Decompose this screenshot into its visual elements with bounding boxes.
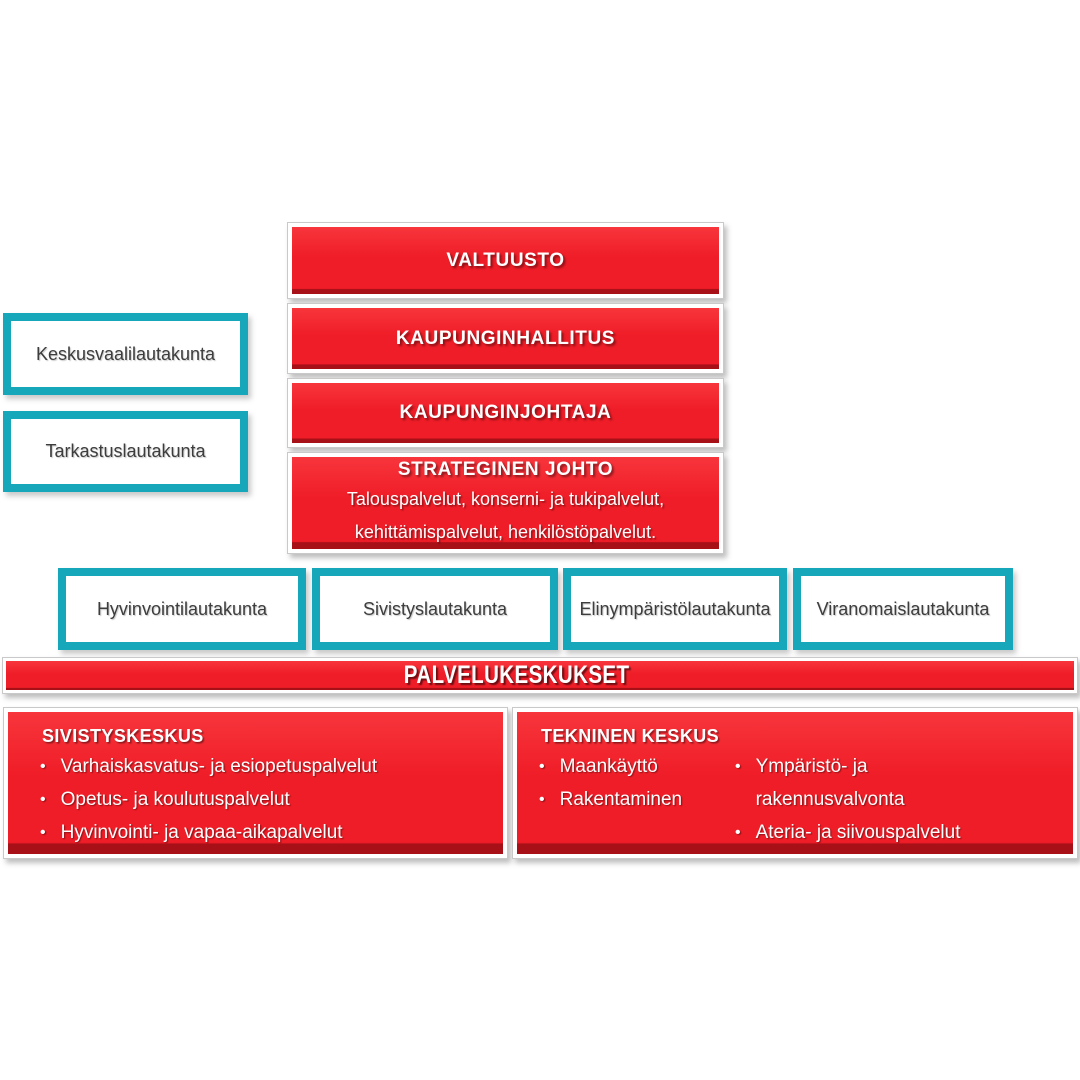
keskusvaalilautakunta-box: Keskusvaalilautakunta bbox=[3, 313, 248, 395]
kaupunginhallitus-box-fill: KAUPUNGINHALLITUS bbox=[292, 308, 719, 369]
palvelukeskukset-banner-fill: PALVELUKESKUKSET bbox=[6, 661, 1074, 690]
box-title: KAUPUNGINJOHTAJA bbox=[399, 402, 612, 423]
box-title: STRATEGINEN JOHTO bbox=[397, 459, 614, 480]
banner-title: PALVELUKESKUKSET bbox=[404, 661, 630, 689]
committee-label: Elinympäristölautakunta bbox=[579, 598, 771, 619]
board-label: Tarkastuslautakunta bbox=[45, 441, 206, 461]
tekninen-keskus-box: TEKNINEN KESKUS • Maankäyttö • Rakentami… bbox=[512, 707, 1078, 859]
box-title: VALTUUSTO bbox=[446, 249, 565, 271]
service-item-label: Varhaiskasvatus- ja esiopetuspalvelut bbox=[60, 756, 378, 777]
palvelukeskukset-banner: PALVELUKESKUKSET bbox=[2, 657, 1078, 694]
kaupunginjohtaja-box: KAUPUNGINJOHTAJA bbox=[287, 378, 724, 448]
bullet-icon: • bbox=[539, 758, 545, 775]
service-item-label: Rakentaminen bbox=[559, 789, 683, 810]
board-label: Keskusvaalilautakunta bbox=[35, 343, 216, 364]
service-item: • Ateria- ja siivouspalvelut bbox=[735, 816, 1059, 849]
service-item-label: Hyvinvointi- ja vapaa-aikapalvelut bbox=[60, 822, 343, 843]
committee-box-hyvinvointilautakunta: Hyvinvointilautakunta bbox=[58, 568, 306, 650]
center-title: TEKNINEN KESKUS bbox=[541, 726, 720, 746]
service-item: • Maankäyttö bbox=[539, 750, 735, 783]
tarkastuslautakunta-box: Tarkastuslautakunta bbox=[3, 411, 248, 492]
service-item-label: Maankäyttö bbox=[559, 756, 658, 777]
kaupunginhallitus-box: KAUPUNGINHALLITUS bbox=[287, 303, 724, 374]
committee-box-viranomaislautakunta: Viranomaislautakunta bbox=[793, 568, 1013, 650]
service-item: • Varhaiskasvatus- ja esiopetuspalvelut bbox=[40, 750, 377, 783]
service-item-label: Ateria- ja siivouspalvelut bbox=[755, 822, 961, 843]
bullet-icon: • bbox=[539, 791, 545, 808]
committee-box-sivistyslautakunta: Sivistyslautakunta bbox=[312, 568, 558, 650]
tekninen-keskus-columns: • Maankäyttö • Rakentaminen • Ympäristö-… bbox=[539, 750, 1059, 849]
center-title: SIVISTYSKESKUS bbox=[42, 726, 204, 746]
service-item-label: Ympäristö- ja rakennusvalvonta bbox=[755, 756, 905, 810]
sivistyskeskus-box-fill: SIVISTYSKESKUS • Varhaiskasvatus- ja esi… bbox=[8, 712, 503, 854]
service-item-label: Opetus- ja koulutuspalvelut bbox=[60, 789, 290, 810]
sivistyskeskus-service-list: • Varhaiskasvatus- ja esiopetuspalvelut … bbox=[40, 750, 377, 849]
sivistyskeskus-box: SIVISTYSKESKUS • Varhaiskasvatus- ja esi… bbox=[3, 707, 508, 859]
tekninen-keskus-column-1: • Maankäyttö • Rakentaminen bbox=[539, 750, 735, 849]
valtuusto-box: VALTUUSTO bbox=[287, 222, 724, 299]
tekninen-keskus-column-2: • Ympäristö- ja rakennusvalvonta • Ateri… bbox=[735, 750, 1059, 849]
bullet-icon: • bbox=[40, 791, 46, 808]
committee-box-elinymparistolautakunta: Elinympäristölautakunta bbox=[563, 568, 787, 650]
tekninen-keskus-box-fill: TEKNINEN KESKUS • Maankäyttö • Rakentami… bbox=[517, 712, 1073, 854]
service-item: • Opetus- ja koulutuspalvelut bbox=[40, 783, 377, 816]
valtuusto-box-fill: VALTUUSTO bbox=[292, 227, 719, 294]
committee-label: Hyvinvointilautakunta bbox=[96, 598, 268, 619]
service-item: • Rakentaminen bbox=[539, 783, 735, 816]
committee-label: Sivistyslautakunta bbox=[362, 598, 508, 619]
box-subtitle-line1: Talouspalvelut, konserni- ja tukipalvelu… bbox=[346, 489, 665, 509]
service-item: • Hyvinvointi- ja vapaa-aikapalvelut bbox=[40, 816, 377, 849]
strateginen-johto-box: STRATEGINEN JOHTO Talouspalvelut, konser… bbox=[287, 452, 724, 554]
box-title: KAUPUNGINHALLITUS bbox=[395, 327, 616, 349]
committee-label: Viranomaislautakunta bbox=[816, 598, 990, 619]
bullet-icon: • bbox=[40, 758, 46, 775]
kaupunginjohtaja-box-fill: KAUPUNGINJOHTAJA bbox=[292, 383, 719, 443]
bullet-icon: • bbox=[40, 824, 46, 841]
service-item: • Ympäristö- ja rakennusvalvonta bbox=[735, 750, 1059, 816]
box-subtitle-line2: kehittämispalvelut, henkilöstöpalvelut. bbox=[354, 522, 657, 542]
bullet-icon: • bbox=[735, 824, 741, 841]
bullet-icon: • bbox=[735, 758, 741, 775]
strateginen-johto-box-fill: STRATEGINEN JOHTO Talouspalvelut, konser… bbox=[292, 457, 719, 549]
